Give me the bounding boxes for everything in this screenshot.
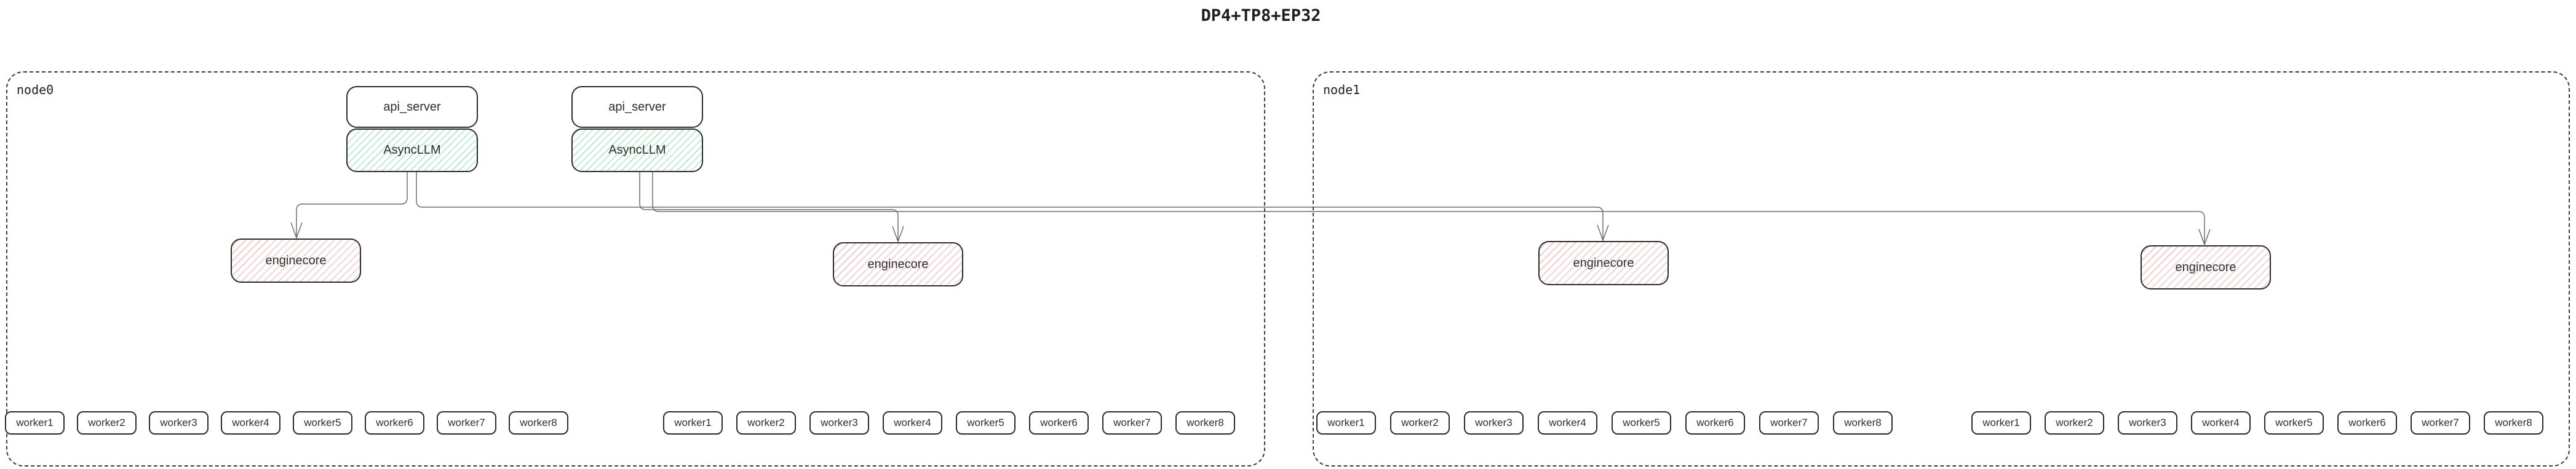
worker-box: worker8 xyxy=(1833,411,1893,435)
worker-box: worker4 xyxy=(883,411,942,435)
asyncllm-box: AsyncLLM xyxy=(571,128,703,172)
worker-box: worker8 xyxy=(2484,411,2543,435)
node1-cluster xyxy=(1313,71,2570,467)
worker-box: worker3 xyxy=(2118,411,2177,435)
worker-box: worker8 xyxy=(509,411,568,435)
node0-cluster xyxy=(6,71,1265,467)
worker-box: worker2 xyxy=(736,411,796,435)
worker-box: worker2 xyxy=(77,411,137,435)
enginecore-box: enginecore xyxy=(1538,241,1669,285)
asyncllm-box: AsyncLLM xyxy=(346,128,478,172)
worker-box: worker1 xyxy=(5,411,65,435)
worker-box: worker2 xyxy=(2045,411,2104,435)
worker-box: worker2 xyxy=(1390,411,1450,435)
worker-box: worker5 xyxy=(1612,411,1671,435)
node1-label: node1 xyxy=(1323,82,1361,97)
worker-box: worker3 xyxy=(809,411,869,435)
worker-box: worker1 xyxy=(663,411,723,435)
worker-box: worker5 xyxy=(2264,411,2324,435)
worker-box: worker4 xyxy=(2191,411,2251,435)
worker-box: worker6 xyxy=(1029,411,1089,435)
enginecore-box: enginecore xyxy=(833,242,963,286)
api-server-box: api_server xyxy=(571,86,703,128)
worker-box: worker3 xyxy=(1464,411,1524,435)
worker-box: worker8 xyxy=(1175,411,1235,435)
worker-box: worker6 xyxy=(2337,411,2397,435)
worker-box: worker1 xyxy=(1971,411,2031,435)
node0-label: node0 xyxy=(17,82,54,97)
worker-box: worker4 xyxy=(221,411,280,435)
worker-box: worker5 xyxy=(956,411,1016,435)
worker-box: worker3 xyxy=(149,411,209,435)
worker-box: worker7 xyxy=(437,411,496,435)
worker-box: worker7 xyxy=(1759,411,1819,435)
worker-box: worker7 xyxy=(2411,411,2470,435)
enginecore-box: enginecore xyxy=(2141,245,2271,290)
worker-box: worker4 xyxy=(1538,411,1597,435)
worker-box: worker5 xyxy=(293,411,352,435)
enginecore-box: enginecore xyxy=(231,238,361,283)
diagram-title: DP4+TP8+EP32 xyxy=(1201,6,1321,25)
worker-box: worker1 xyxy=(1316,411,1376,435)
worker-box: worker6 xyxy=(1685,411,1745,435)
worker-box: worker6 xyxy=(365,411,424,435)
api-server-box: api_server xyxy=(346,86,478,128)
worker-box: worker7 xyxy=(1102,411,1162,435)
